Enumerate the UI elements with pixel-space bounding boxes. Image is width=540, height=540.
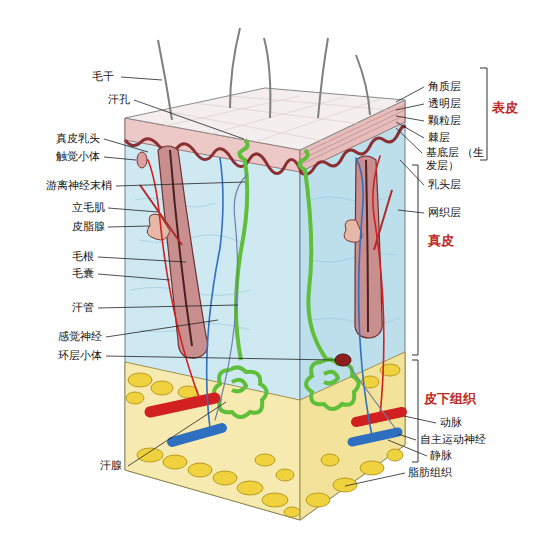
part-label: 立毛肌 <box>72 201 105 214</box>
part-label: 角质层 <box>428 80 461 93</box>
part-label: 自主运动神经 <box>420 433 486 446</box>
part-label: 环层小体 <box>58 349 102 362</box>
part-label: 真皮乳头 <box>56 132 100 145</box>
part-label: 静脉 <box>430 449 452 462</box>
layer-heading: 表皮 <box>492 100 518 115</box>
part-label: 毛根 <box>72 250 94 263</box>
part-label: 汗孔 <box>108 93 130 106</box>
part-label: 网织层 <box>428 206 461 219</box>
part-label: 汗腺 <box>100 459 122 472</box>
part-label: 棘层 <box>428 131 450 144</box>
layer-heading: 皮下组织 <box>424 391 476 406</box>
part-label: 触觉小体 <box>56 150 100 163</box>
part-label: 透明层 <box>428 97 461 110</box>
part-label: 脂肪组织 <box>408 466 452 479</box>
part-label: 皮脂腺 <box>72 220 105 233</box>
part-label: 汗管 <box>72 301 94 314</box>
part-label: 游离神经末梢 <box>46 179 112 192</box>
part-label: 颗粒层 <box>428 114 461 127</box>
part-label: 乳头层 <box>428 178 461 191</box>
part-label: 毛干 <box>92 70 114 83</box>
part-label: 动脉 <box>440 416 462 429</box>
part-label: 基底层 （生发层） <box>426 146 486 172</box>
part-label: 感觉神经 <box>58 330 102 343</box>
part-label: 毛囊 <box>72 267 94 280</box>
layer-heading: 真皮 <box>428 233 454 248</box>
